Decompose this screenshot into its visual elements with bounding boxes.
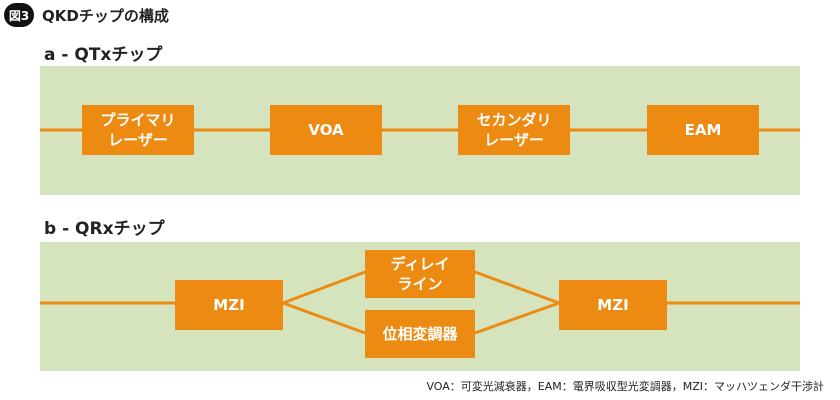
delay-line-label-line1: ディレイ <box>390 255 450 273</box>
secondary-laser-label-line2: レーザー <box>484 131 544 149</box>
figure-title: QKDチップの構成 <box>42 6 169 25</box>
mzi-right-box: MZI <box>559 280 667 330</box>
eam-label: EAM <box>684 121 722 139</box>
delay-to-combine-waveguide <box>474 270 560 305</box>
delay-line-box: ディレイ ライン <box>365 250 475 298</box>
primary-laser-box: プライマリ レーザー <box>82 105 194 155</box>
footnote: VOA：可変光減衰器，EAM：電界吸収型光変調器，MZI：マッハツェンダ干渉計 <box>426 380 824 393</box>
delay-line-label-line2: ライン <box>397 275 443 293</box>
eam-box: EAM <box>647 105 759 155</box>
figure-badge: 図3 <box>4 3 34 27</box>
split-to-modulator-waveguide <box>282 301 366 335</box>
phase-modulator-label: 位相変調器 <box>382 325 458 343</box>
voa-box: VOA <box>270 105 382 155</box>
secondary-laser-label-line1: セカンダリ <box>476 111 552 129</box>
modulator-to-combine-waveguide <box>474 301 560 335</box>
voa-label: VOA <box>308 121 344 139</box>
mzi-left-label: MZI <box>213 296 245 314</box>
mzi-right-label: MZI <box>597 296 629 314</box>
section-a-title: a - QTxチップ <box>44 45 163 65</box>
phase-modulator-box: 位相変調器 <box>365 310 475 358</box>
primary-laser-label-line1: プライマリ <box>100 111 176 129</box>
secondary-laser-box: セカンダリ レーザー <box>458 105 570 155</box>
section-b-title: b - QRxチップ <box>44 219 165 239</box>
figure-header: 図3 QKDチップの構成 <box>4 3 169 27</box>
mzi-left-box: MZI <box>175 280 283 330</box>
primary-laser-label-line2: レーザー <box>108 131 168 149</box>
split-to-delay-waveguide <box>282 270 366 305</box>
